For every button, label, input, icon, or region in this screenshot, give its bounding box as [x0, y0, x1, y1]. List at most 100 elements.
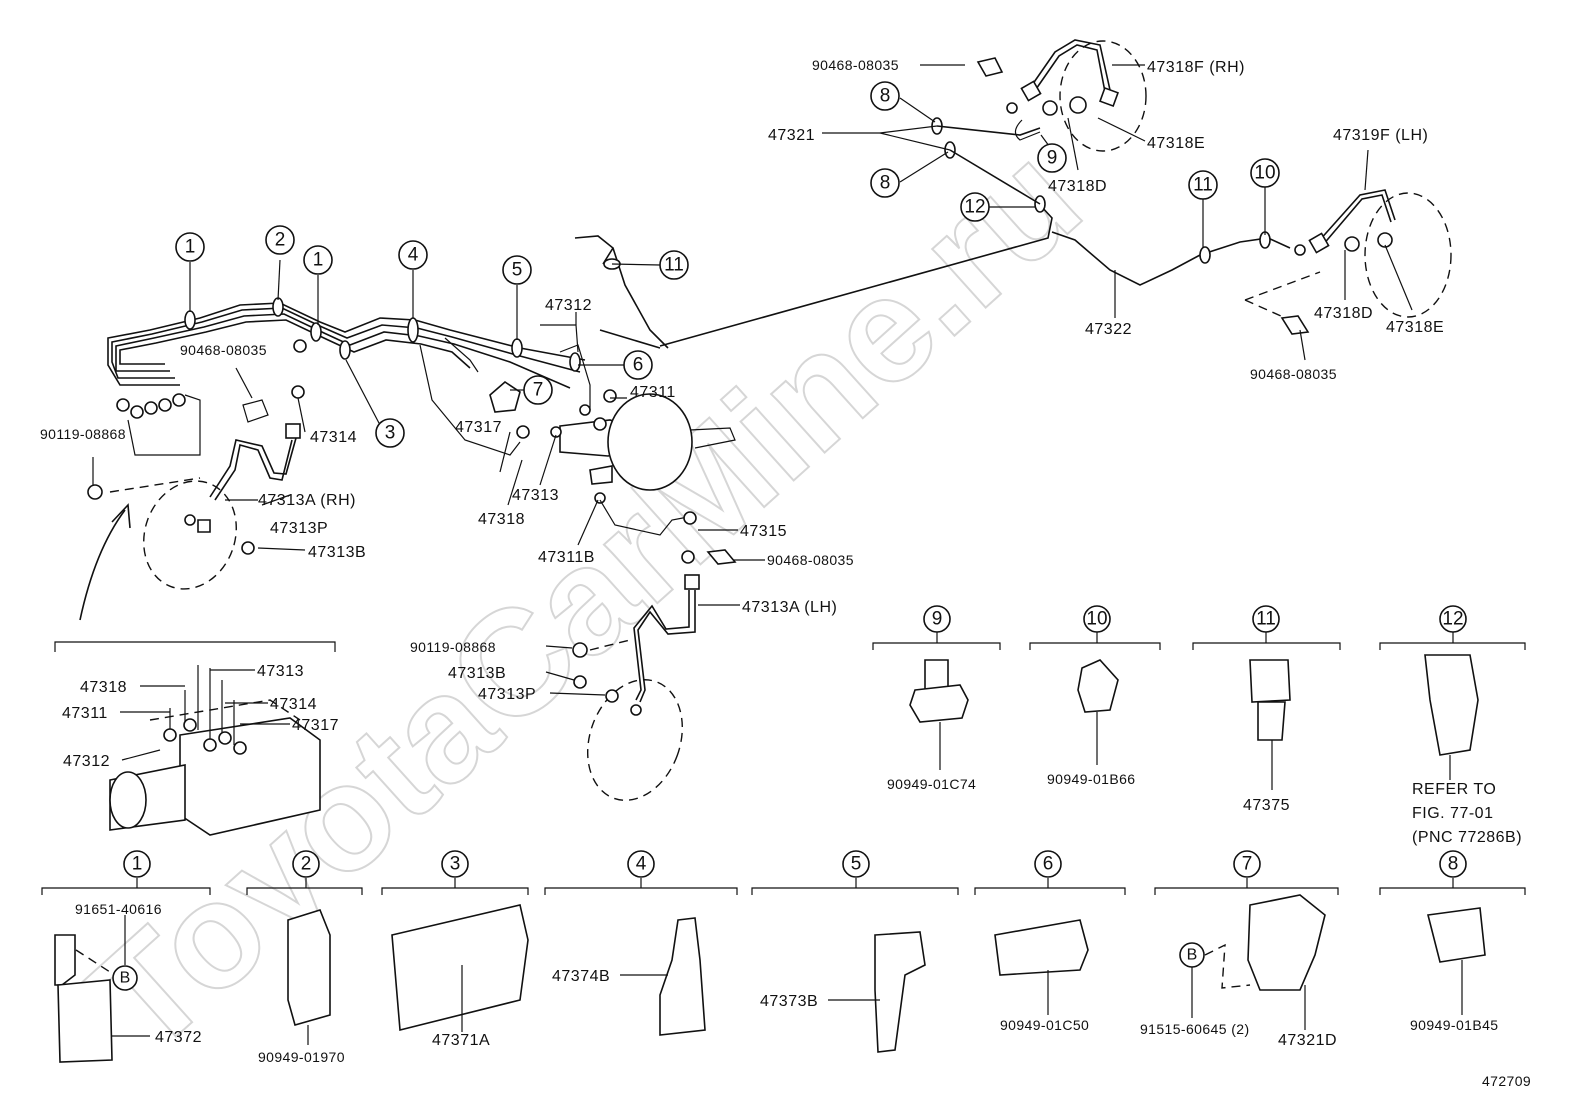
detail-panel-frames	[41, 632, 1526, 895]
callout-11b-text: 11	[1193, 175, 1213, 196]
label-47313P-left: 47313P	[270, 520, 328, 537]
master-cylinder	[489, 380, 737, 565]
panel-callout-10	[1083, 605, 1111, 633]
svg-text:12: 12	[1442, 609, 1463, 630]
label-90468-08035-mid: 90468-08035	[767, 552, 854, 568]
callout-2-text: 2	[275, 230, 286, 251]
detail-label-47311: 47311	[62, 705, 108, 722]
svg-text:1: 1	[132, 854, 143, 875]
panel-12-part-2: FIG. 77-01	[1412, 805, 1493, 822]
panel-7-part: 91515-60645 (2)	[1140, 1021, 1250, 1037]
callout-7-text: 7	[533, 380, 544, 401]
label-47313P-mid: 47313P	[478, 686, 536, 703]
panel-callout-4	[627, 850, 655, 878]
detail-label-47318: 47318	[80, 679, 127, 696]
callout-10	[1250, 158, 1280, 188]
panel-3-part: 47371A	[432, 1032, 490, 1049]
front-left-hose	[79, 394, 301, 621]
label-47315: 47315	[740, 523, 787, 540]
label-47313: 47313	[512, 487, 559, 504]
label-47318D-right: 47318D	[1314, 305, 1373, 322]
callout-4	[398, 240, 428, 270]
ref-b-1	[112, 965, 138, 991]
clip-drawings	[54, 654, 1486, 1063]
callout-6	[623, 350, 653, 380]
label-47318F: 47318F (RH)	[1147, 59, 1245, 76]
callout-8a	[870, 81, 900, 111]
rear-lh-hose	[1244, 189, 1452, 335]
rear-rh-hose	[976, 39, 1147, 152]
label-47319F: 47319F (LH)	[1333, 127, 1428, 144]
callout-5	[502, 255, 532, 285]
leader-lines	[92, 64, 1413, 696]
label-47313A-LH: 47313A (LH)	[742, 599, 837, 616]
callout-8b-text: 8	[880, 173, 891, 194]
label-90119-08868-mid: 90119-08868	[410, 639, 496, 655]
callout-11b	[1188, 170, 1218, 200]
svg-text:B: B	[120, 970, 131, 987]
label-47322: 47322	[1085, 321, 1132, 338]
panel-7-part2: 47321D	[1278, 1032, 1337, 1049]
label-47313A-RH: 47313A (RH)	[258, 492, 356, 509]
part-labels: 90468-08035 47318F (RH) 47321 47318E 473…	[40, 57, 1531, 1089]
svg-text:9: 9	[932, 609, 943, 630]
callout-7	[523, 375, 553, 405]
panel-6-part: 90949-01C50	[1000, 1017, 1089, 1033]
callout-9	[1037, 143, 1067, 173]
callout-8a-text: 8	[880, 86, 891, 107]
panel-callout-6	[1034, 850, 1062, 878]
callout-5-text: 5	[512, 260, 523, 281]
callout-3-text: 3	[385, 423, 396, 444]
detail-label-47313: 47313	[257, 663, 304, 680]
callout-4-text: 4	[408, 245, 419, 266]
svg-text:10: 10	[1086, 609, 1107, 630]
panel-8-part: 90949-01B45	[1410, 1017, 1498, 1033]
panel-callout-8	[1439, 850, 1467, 878]
panel-12-part-1: REFER TO	[1412, 781, 1496, 798]
callout-6-text: 6	[633, 355, 644, 376]
callout-circles: 1 2 1 4 5 3 6 7 11 8 8 9 12 11 10 9 10 1…	[112, 81, 1467, 991]
label-47313B-mid: 47313B	[448, 665, 506, 682]
label-47318E-top: 47318E	[1147, 135, 1205, 152]
union-fittings-cluster	[116, 339, 307, 419]
callout-12	[960, 192, 990, 222]
panel-10-part: 90949-01B66	[1047, 771, 1135, 787]
callout-1b	[303, 245, 333, 275]
label-90468-08035-right: 90468-08035	[1250, 366, 1337, 382]
panel-5-part: 47373B	[760, 993, 818, 1010]
callout-8b	[870, 168, 900, 198]
label-47317: 47317	[455, 419, 502, 436]
panel-1-part2: 47372	[155, 1029, 202, 1046]
tube-47321	[936, 125, 1041, 136]
svg-text:7: 7	[1242, 854, 1253, 875]
label-47321: 47321	[768, 127, 815, 144]
label-47312: 47312	[545, 297, 592, 314]
panel-callout-12	[1439, 605, 1467, 633]
panel-11-part: 47375	[1243, 797, 1290, 814]
callout-2	[265, 225, 295, 255]
panel-callout-1	[123, 850, 151, 878]
svg-text:5: 5	[851, 854, 862, 875]
callout-12-text: 12	[964, 197, 985, 218]
watermark: ToyotaCarMine.ru	[59, 113, 1111, 1084]
label-90119-08868-left: 90119-08868	[40, 426, 126, 442]
detail-label-47312: 47312	[63, 753, 110, 770]
panel-callout-3	[441, 850, 469, 878]
label-47313B-left: 47313B	[308, 544, 366, 561]
svg-text:8: 8	[1448, 854, 1459, 875]
callout-3	[375, 418, 405, 448]
label-47314: 47314	[310, 429, 357, 446]
callout-1a-text: 1	[185, 237, 196, 258]
callout-10-text: 10	[1254, 163, 1275, 184]
panel-callout-2	[292, 850, 320, 878]
abs-detail-inset	[54, 641, 336, 836]
diagram-number: 472709	[1482, 1073, 1531, 1089]
panel-callout-7	[1233, 850, 1261, 878]
callout-1b-text: 1	[313, 250, 324, 271]
svg-text:6: 6	[1043, 854, 1054, 875]
front-right-hose	[572, 574, 700, 801]
callout-11a	[659, 250, 689, 280]
panel-9-part: 90949-01C74	[887, 776, 976, 792]
svg-text:4: 4	[636, 854, 647, 875]
